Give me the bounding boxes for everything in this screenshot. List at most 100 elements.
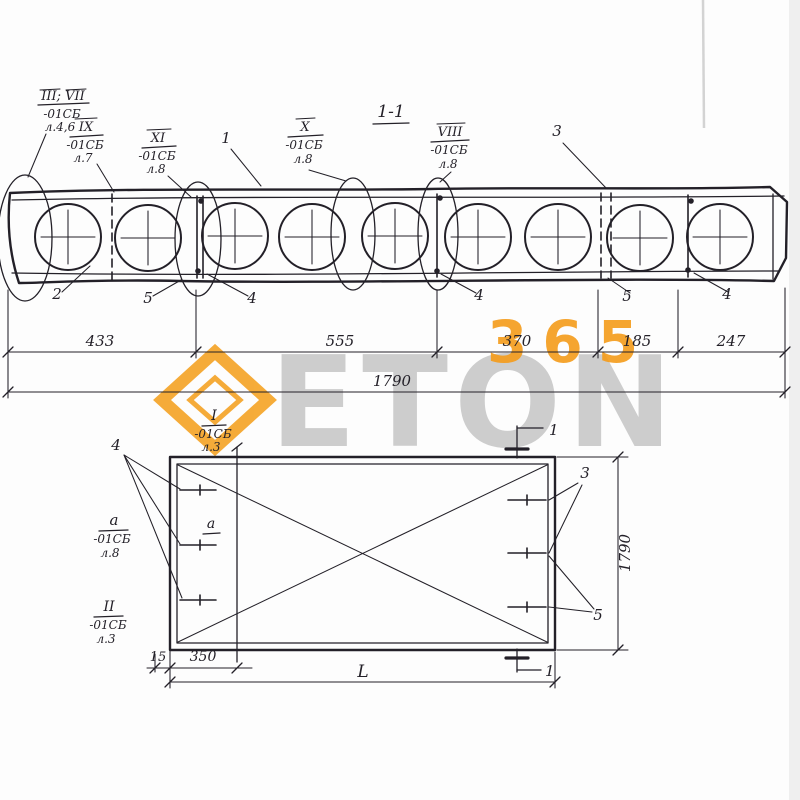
dim-value: 370	[503, 332, 532, 350]
callout-num: X	[299, 120, 310, 135]
item-number: 4	[721, 285, 732, 303]
callout-cat: -01СБ	[89, 618, 127, 632]
rebar-mark-left	[179, 484, 217, 496]
joint-dot	[195, 268, 201, 274]
dim-value: 555	[326, 332, 355, 350]
callout-sheet: л.3	[96, 632, 115, 646]
leader-line	[693, 272, 729, 293]
leader-line	[607, 277, 631, 294]
callout-left: III; VII -01СБ л.4,6	[27, 88, 90, 178]
dim-total: 1790	[373, 372, 412, 390]
void-circle	[606, 204, 674, 272]
callout-ix: IX -01СБ л.7	[66, 117, 115, 193]
fraction-bar	[98, 529, 129, 532]
scan-edge-band	[789, 0, 800, 800]
plan-outer-rect	[168, 455, 557, 652]
rebar-mark-right	[507, 601, 547, 613]
beam-body	[7, 185, 789, 285]
fraction-bar	[201, 424, 227, 427]
leader-line	[548, 484, 583, 554]
void-circle	[361, 202, 429, 270]
leader-line	[167, 175, 192, 198]
dim-value: 1790	[616, 533, 634, 572]
dim-value: 247	[716, 332, 746, 350]
leader-line	[548, 606, 593, 613]
callout-num: I	[210, 408, 217, 424]
section-title: 1-1	[372, 102, 410, 125]
section-view: 1-1 III; VII -01СБ л.4,6 IX -01СБ л.7 XI…	[0, 88, 791, 399]
scan-artifacts	[701, 0, 800, 800]
leader-line	[123, 454, 181, 545]
dim-tick	[672, 346, 684, 358]
watermark-diamond-logo	[153, 343, 277, 457]
cut-number: 1	[545, 662, 555, 680]
callout-num: XI	[150, 131, 166, 146]
leader-line	[206, 273, 249, 297]
dim-tick	[164, 676, 176, 688]
item-label-4: 4	[110, 436, 183, 599]
dim-tick	[231, 442, 243, 452]
watermark: ETON 365	[153, 308, 679, 476]
void-circle	[34, 203, 102, 271]
plan-height-dimension: 1790	[556, 451, 634, 656]
leader-line	[562, 142, 608, 190]
callout-sheet: л.8	[293, 152, 312, 166]
panel-joints	[111, 192, 694, 281]
dim-tick	[612, 451, 624, 463]
callout-num: III; VII	[40, 89, 85, 104]
beam-outline	[7, 185, 789, 285]
dim-value-length: L	[356, 662, 368, 682]
fraction-bar	[287, 134, 324, 138]
a-mark-underline	[202, 532, 221, 535]
callout-num: IX	[78, 120, 94, 135]
callout-num: VIII	[438, 125, 464, 140]
joint-dot	[688, 198, 694, 204]
fraction-bar	[37, 102, 90, 106]
callout-sheet: л.8	[100, 546, 119, 560]
joint-dot	[434, 268, 440, 274]
detail-oval-left-end	[0, 174, 53, 302]
item-label-1: 1	[221, 129, 262, 187]
rebar-mark-right	[507, 547, 547, 559]
detail-oval-mid	[330, 177, 376, 291]
fraction-bar	[93, 615, 124, 618]
void-circles	[34, 202, 754, 272]
dim-tick	[549, 676, 561, 688]
slab-plan-outline	[168, 442, 557, 663]
item-label-3: 3	[552, 122, 608, 190]
scan-streak	[701, 0, 706, 129]
callout-cat: -01СБ	[66, 138, 104, 152]
leader-line	[123, 454, 183, 599]
watermark-word: ETON	[270, 329, 679, 476]
plan-diagonal-2	[177, 464, 548, 643]
item-number: 5	[622, 287, 632, 305]
section-dimensions: 433 555 370 185 247 1790	[2, 287, 791, 399]
callout-sheet: л.8	[146, 162, 165, 176]
callout-cat: -01СБ	[93, 532, 131, 546]
item-number: 2	[51, 285, 62, 303]
item-number: 5	[143, 289, 153, 307]
item-number: 1	[221, 129, 231, 147]
dim-tick	[779, 346, 791, 358]
dim-tick	[2, 386, 14, 398]
dim-tick	[612, 644, 624, 656]
callout-x: X -01СБ л.8	[285, 117, 347, 182]
joint-dot	[198, 198, 204, 204]
leader-line	[152, 279, 182, 297]
callout-sheet: л.8	[438, 157, 457, 171]
leader-line	[96, 163, 115, 193]
callout-a: a -01СБ л.8	[93, 511, 131, 560]
callout-cat: -01СБ	[430, 143, 468, 157]
rebar-mark-left	[179, 594, 217, 606]
rebar-marks	[179, 484, 547, 613]
rebar-mark-left	[179, 539, 217, 551]
void-circle	[524, 203, 592, 271]
callout-num: a	[110, 511, 119, 529]
dim-tick	[2, 346, 14, 358]
leader-line	[548, 555, 595, 610]
dim-value: 350	[190, 649, 217, 665]
item-number: 3	[580, 464, 590, 482]
section-line-a-label: a	[202, 516, 221, 535]
detail-oval-joint2	[174, 181, 222, 297]
